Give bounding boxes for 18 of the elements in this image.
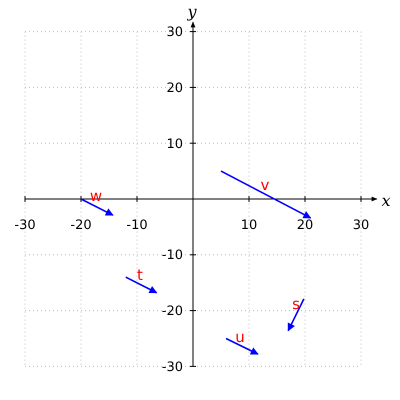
- tick-label: 20: [296, 218, 314, 233]
- vector-label: t: [137, 266, 143, 284]
- axis-label: y: [187, 2, 197, 21]
- vector-label: s: [292, 295, 300, 313]
- tick-label: -20: [162, 304, 183, 319]
- tick-label: 30: [352, 218, 370, 233]
- tick-label: -30: [162, 360, 183, 375]
- tick-label: -10: [162, 248, 183, 263]
- tick-label: -30: [14, 218, 36, 233]
- tick-label: 10: [166, 137, 183, 152]
- tick-label: 30: [166, 25, 183, 40]
- vector-label: v: [260, 176, 270, 194]
- vector-label: u: [235, 328, 245, 346]
- tick-label: 10: [240, 218, 258, 233]
- tick-label: -20: [70, 218, 92, 233]
- tick-label: 20: [166, 81, 183, 96]
- axis-label: x: [381, 191, 391, 210]
- tick-label: -10: [126, 218, 148, 233]
